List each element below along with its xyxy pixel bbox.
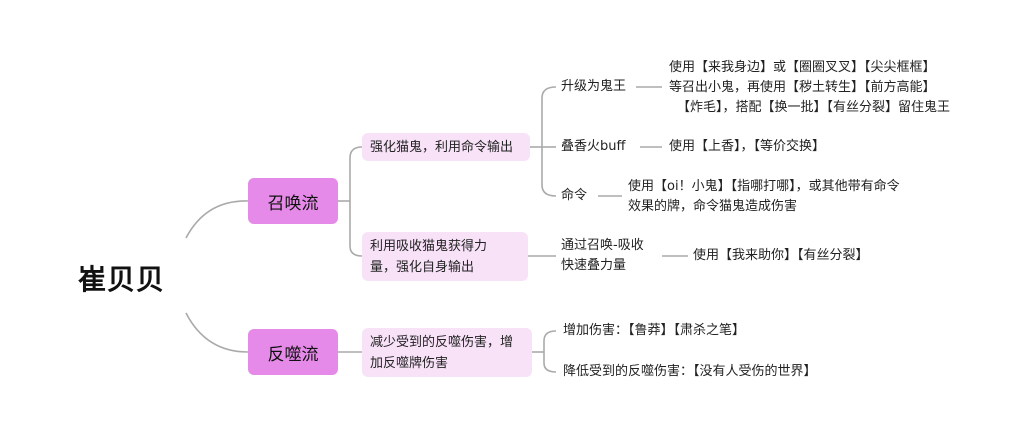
connector-summon-strengthen [349, 146, 363, 201]
node-increase-damage: 增加伤害：【鲁莽】【肃杀之笔】 [563, 323, 746, 338]
leaf-summon-absorb: 使用【我来助你】【有丝分裂】 [693, 248, 869, 263]
connector-to-ghostking [541, 86, 557, 147]
leaf-ghost-king: 使用【来我身边】或【圈圈叉叉】【尖尖框框】 等召出小鬼，再使用【秽土转生】【前方… [669, 58, 950, 118]
connector-to-command [541, 147, 557, 197]
connector-to-decrease [543, 352, 557, 373]
connector-to-increase [543, 330, 557, 352]
node-reduce-backlash-line1: 减少受到的反噬伤害，增 [370, 334, 514, 350]
leaf-ghost-king-line2: 等召出小鬼，再使用【秽土转生】【前方高能】 [669, 80, 936, 95]
node-absorb-ghost-line1: 利用吸收猫鬼获得力 [370, 238, 488, 254]
connector-root-backlash [185, 312, 249, 353]
node-absorb-ghost: 利用吸收猫鬼获得力 量，强化自身输出 [362, 232, 528, 281]
node-summon-absorb-line2: 快速叠力量 [561, 258, 627, 273]
connector-root-summon [185, 200, 249, 239]
leaf-ghost-king-line1: 使用【来我身边】或【圈圈叉叉】【尖尖框框】 [669, 60, 936, 75]
node-decrease-backlash: 降低受到的反噬伤害：【没有人受伤的世界】 [563, 364, 817, 379]
node-reduce-backlash: 减少受到的反噬伤害，增 加反噬牌伤害 [362, 328, 532, 377]
root-node: 崔贝贝 [78, 263, 166, 296]
leaf-command-line1: 使用【oi！小鬼】【指哪打哪】，或其他带有命令 [628, 179, 900, 194]
node-reduce-backlash-line2: 加反噬牌伤害 [370, 355, 449, 371]
leaf-incense-buff: 使用【上香】，【等价交换】 [669, 139, 826, 154]
node-summon-absorb: 通过召唤-吸收 快速叠力量 [561, 236, 644, 276]
node-ghost-king: 升级为鬼王 [561, 79, 627, 94]
node-summon-absorb-line1: 通过召唤-吸收 [561, 238, 644, 253]
node-absorb-ghost-line2: 量，强化自身输出 [370, 259, 475, 275]
node-incense-buff: 叠香火buff [561, 139, 626, 154]
branch-backlash: 反噬流 [248, 329, 338, 375]
connector-summon-absorb [349, 201, 363, 257]
node-command: 命令 [561, 188, 588, 203]
leaf-ghost-king-line3: 【炸毛】，搭配【换一批】【有丝分裂】留住鬼王 [677, 100, 951, 115]
branch-summon: 召唤流 [248, 178, 338, 224]
leaf-command: 使用【oi！小鬼】【指哪打哪】，或其他带有命令 效果的牌，命令猫鬼造成伤害 [628, 177, 900, 217]
leaf-command-line2: 效果的牌，命令猫鬼造成伤害 [628, 199, 798, 214]
node-strengthen-ghost: 强化猫鬼，利用命令输出 [362, 133, 530, 161]
